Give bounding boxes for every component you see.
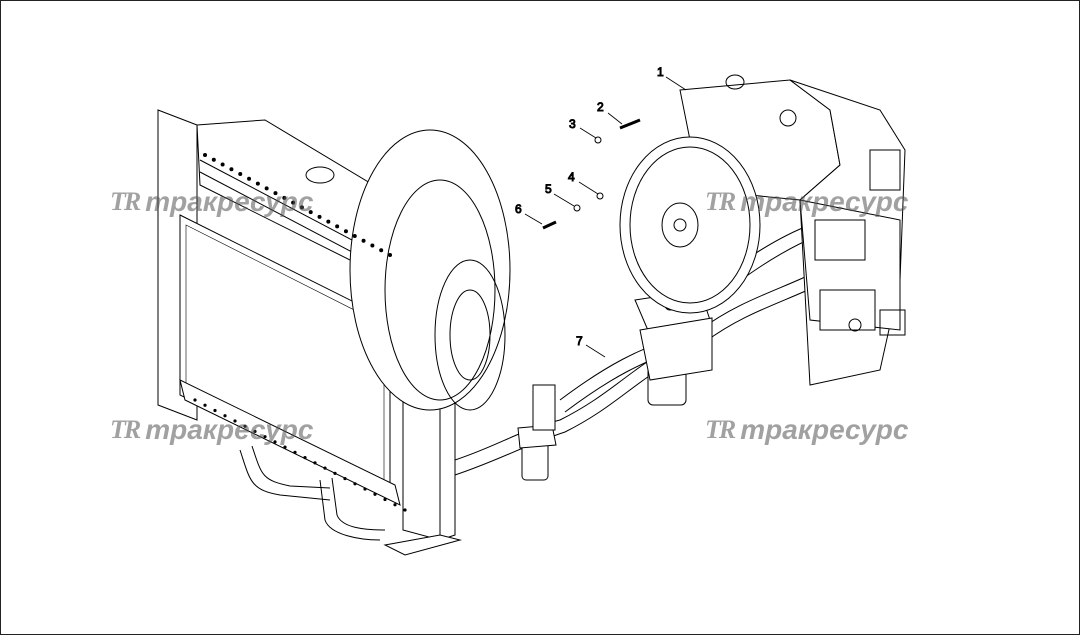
watermark-logo: TR: [110, 415, 141, 444]
rivet: [335, 224, 340, 229]
watermark-logo: TR: [110, 187, 141, 216]
callout-3: 3: [569, 117, 576, 131]
rivet: [203, 403, 207, 407]
rivet: [229, 167, 234, 172]
rivet: [388, 253, 392, 257]
rivet: [326, 219, 331, 224]
rivet: [379, 248, 384, 253]
rivet: [343, 229, 348, 234]
rivet: [352, 233, 357, 238]
radiator-rivets: [193, 153, 407, 512]
callout-5: 5: [545, 182, 552, 196]
rivet: [273, 191, 278, 196]
rivet: [255, 181, 260, 186]
rivet: [308, 210, 313, 215]
callout-6: 6: [515, 202, 522, 216]
rivet: [393, 503, 397, 507]
rivet: [273, 440, 277, 444]
rivet: [370, 243, 375, 248]
watermark: TR тракресурс: [110, 414, 313, 446]
rivet: [264, 186, 269, 191]
rivet: [353, 482, 357, 486]
rivet: [282, 195, 287, 200]
small-oil-filter: [517, 384, 557, 481]
hardware-items: [542, 118, 641, 230]
rivet: [293, 450, 297, 454]
watermark: TR тракресурс: [705, 186, 908, 218]
rivet: [361, 238, 366, 243]
rivet: [243, 424, 247, 428]
callout-1: 1: [657, 65, 664, 79]
transmission: [619, 74, 906, 386]
watermark-text: тракресурс: [740, 414, 909, 445]
watermark-logo: TR: [705, 415, 736, 444]
rivet: [291, 200, 296, 205]
callout-leaders: [524, 76, 687, 358]
callout-4: 4: [568, 170, 575, 184]
watermark: TR тракресурс: [110, 186, 313, 218]
rivet: [213, 408, 217, 413]
watermark-text: тракресурс: [145, 186, 314, 217]
rivet: [211, 157, 216, 162]
rivet: [403, 508, 407, 512]
rivet: [283, 445, 287, 449]
rivet: [299, 205, 304, 210]
rivet: [263, 435, 267, 439]
rivet: [317, 214, 322, 219]
rivet: [233, 419, 237, 423]
rivet: [363, 487, 367, 491]
rivet: [220, 162, 225, 167]
rivet: [383, 497, 387, 502]
rivet: [323, 466, 327, 470]
rivet: [333, 471, 337, 475]
watermark: TR тракресурс: [705, 414, 908, 446]
rivet: [313, 461, 317, 465]
rivet: [373, 492, 377, 496]
rivet: [223, 414, 227, 418]
rivet: [343, 476, 347, 481]
watermark-text: тракресурс: [740, 186, 909, 217]
watermark-logo: TR: [705, 187, 736, 216]
rivet: [247, 176, 252, 181]
watermark-text: тракресурс: [145, 414, 314, 445]
callout-2: 2: [597, 100, 604, 114]
rivet: [193, 398, 197, 402]
radiator-assembly: [157, 109, 511, 556]
callout-7: 7: [576, 334, 583, 348]
rivet: [238, 172, 243, 177]
rivet: [253, 429, 257, 434]
rivet: [203, 153, 207, 157]
rivet: [303, 456, 307, 460]
